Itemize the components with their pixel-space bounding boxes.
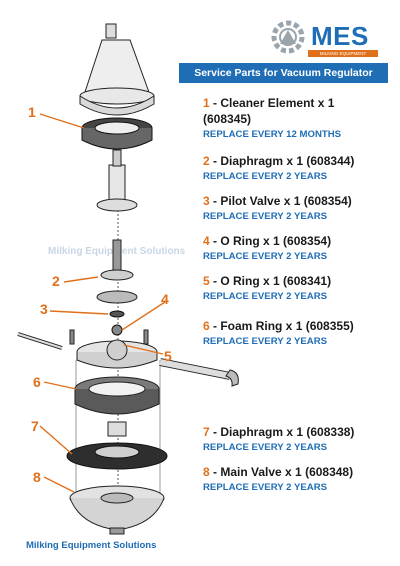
- part-name: - Pilot Valve x 1 (608354): [209, 194, 352, 208]
- main-valve: [69, 485, 165, 535]
- part-name: - Main Valve x 1 (608348): [209, 465, 354, 479]
- part-item-8: 8 - Main Valve x 1 (608348) REPLACE EVER…: [203, 464, 353, 495]
- replace-interval: REPLACE EVERY 12 MONTHS: [203, 129, 342, 140]
- callout-2: 2: [52, 273, 60, 289]
- part-name: - Diaphragm x 1 (608338): [209, 425, 355, 439]
- part-number: 4: [203, 234, 210, 248]
- part-number: 5: [203, 274, 210, 288]
- part-item-3: 3 - Pilot Valve x 1 (608354) REPLACE EVE…: [203, 193, 352, 224]
- callout-6: 6: [33, 374, 41, 390]
- part-name: - O Ring x 1 (608354): [209, 234, 332, 248]
- callout-7: 7: [31, 418, 39, 434]
- cleaner-element: [81, 117, 153, 150]
- part-code: (608345): [203, 112, 252, 126]
- part-number: 2: [203, 154, 210, 168]
- part-item-1: 1 - Cleaner Element x 1 (608345) REPLACE…: [203, 95, 341, 142]
- replace-interval: REPLACE EVERY 2 YEARS: [203, 251, 328, 262]
- replace-interval: REPLACE EVERY 2 YEARS: [203, 442, 328, 453]
- replace-interval: REPLACE EVERY 2 YEARS: [203, 211, 328, 222]
- part-item-2: 2 - Diaphragm x 1 (608344) REPLACE EVERY…: [203, 153, 354, 184]
- brand-logo: [266, 20, 378, 58]
- part-name: - O Ring x 1 (608341): [209, 274, 332, 288]
- part-number: 6: [203, 319, 210, 333]
- regulator-body: [17, 329, 239, 387]
- callout-1: 1: [28, 104, 36, 120]
- part-number: 1: [203, 96, 210, 110]
- foam-ring: [74, 376, 160, 415]
- part-item-4: 4 - O Ring x 1 (608354) REPLACE EVERY 2 …: [203, 233, 331, 264]
- part-number: 8: [203, 465, 210, 479]
- part-number: 7: [203, 425, 210, 439]
- page-title-banner: Service Parts for Vacuum Regulator: [179, 63, 388, 83]
- replace-interval: REPLACE EVERY 2 YEARS: [203, 171, 328, 182]
- callout-3: 3: [40, 301, 48, 317]
- part-item-5: 5 - O Ring x 1 (608341) REPLACE EVERY 2 …: [203, 273, 331, 304]
- callout-4: 4: [161, 291, 169, 307]
- part-item-7: 7 - Diaphragm x 1 (608338) REPLACE EVERY…: [203, 424, 354, 455]
- callout-5: 5: [164, 348, 172, 364]
- part-name: - Foam Ring x 1 (608355): [209, 319, 354, 333]
- gear-icon: [271, 20, 305, 54]
- replace-interval: REPLACE EVERY 2 YEARS: [203, 482, 328, 493]
- part-item-6: 6 - Foam Ring x 1 (608355) REPLACE EVERY…: [203, 318, 354, 349]
- callout-8: 8: [33, 469, 41, 485]
- part-name: - Diaphragm x 1 (608344): [209, 154, 355, 168]
- main-diaphragm: [66, 421, 168, 470]
- pilot-spindle: [96, 149, 138, 212]
- footer-brand: Milking Equipment Solutions: [26, 540, 157, 551]
- logo-text: MES: [311, 21, 369, 51]
- logo-subtitle: MILKING EQUIPMENT SOLUTIONS: [308, 50, 378, 63]
- part-number: 3: [203, 194, 210, 208]
- cover-cone: [79, 23, 155, 116]
- replace-interval: REPLACE EVERY 2 YEARS: [203, 291, 328, 302]
- replace-interval: REPLACE EVERY 2 YEARS: [203, 336, 328, 347]
- part-name: - Cleaner Element x 1: [209, 96, 335, 110]
- diaphragm-small: [96, 239, 138, 304]
